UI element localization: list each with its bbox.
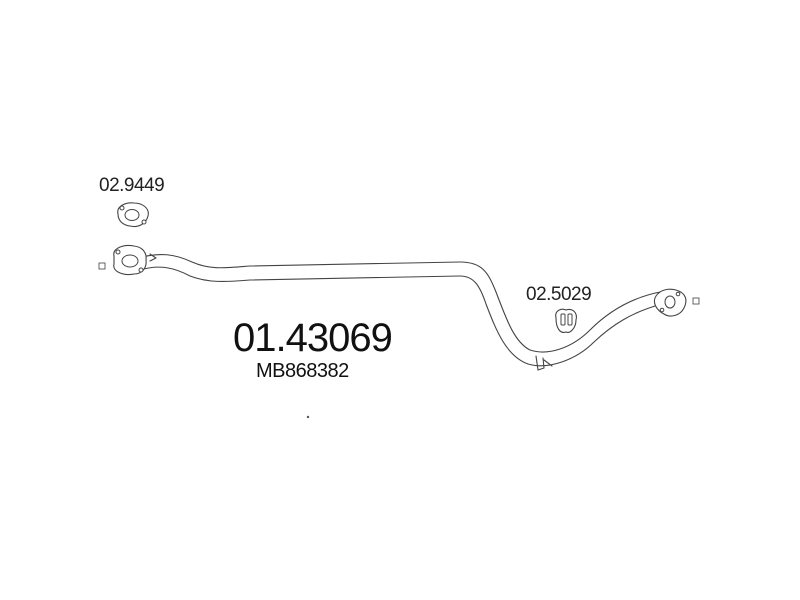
oem-part-number: MB868382 (256, 360, 349, 382)
hanger-part-number: 02.5029 (526, 284, 592, 305)
gasket-part (117, 202, 149, 228)
pipe-bracket (535, 355, 553, 371)
right-end-marker (692, 297, 700, 305)
main-part-number: 01.43069 (233, 316, 393, 360)
stray-dot (306, 415, 310, 419)
exhaust-pipe (137, 253, 663, 367)
gasket-part-number: 02.9449 (99, 175, 165, 196)
rear-flange (653, 288, 687, 317)
left-end-marker (98, 262, 106, 270)
front-flange (113, 244, 157, 276)
rubber-hanger-part (555, 308, 577, 333)
